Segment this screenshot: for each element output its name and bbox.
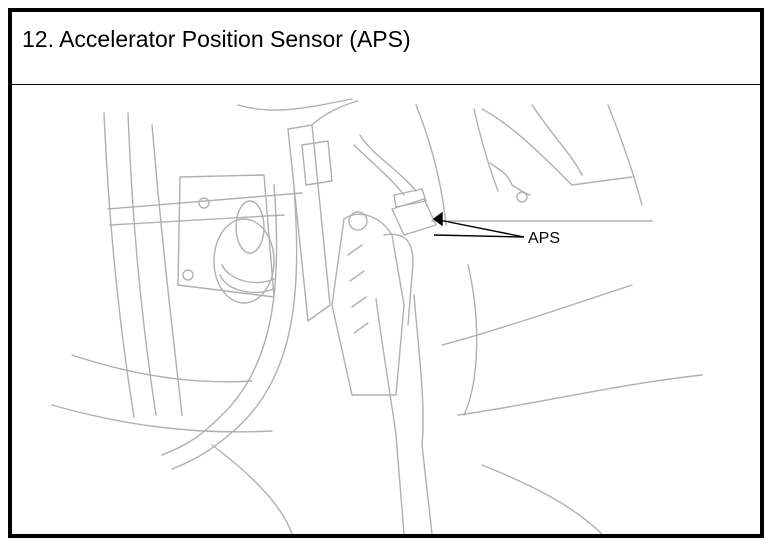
aps-leader-line-2 [433,234,525,238]
aps-connector-top [393,188,427,208]
brake-arm [161,184,278,456]
tunnel-line [463,264,478,416]
booster-rod [235,200,265,254]
upper-bracket-line-2 [109,214,285,226]
diagram-frame: 12. Accelerator Position Sensor (APS) [8,8,764,538]
right-bolt [516,191,528,203]
right-panel-line-4 [531,104,583,176]
center-bracket-slot [301,140,333,186]
floor-line-3 [457,374,703,416]
bolt-upper [198,197,210,209]
right-panel-line-2 [473,108,499,192]
aps-leader [432,211,525,238]
brake-arm-2 [171,188,298,470]
title-bar: 12. Accelerator Position Sensor (APS) [12,12,760,85]
aps-callout-label: APS [528,230,560,247]
booster-boss [213,218,275,304]
pedal-ribs [347,244,369,334]
right-edge-line [607,104,643,206]
aps-leader-line [433,218,525,238]
booster-plate [177,174,275,298]
pedal-illustration: APS [12,85,760,534]
pedal-drawing: APS [51,98,703,534]
upper-bracket-line [107,192,303,210]
pedal-lever [383,233,414,326]
right-panel-line-3 [481,108,633,186]
line-art [51,98,703,534]
lower-floor-line-4 [481,464,603,534]
floor-line-2 [441,284,633,346]
lower-floor-line [71,354,253,383]
bracket-top [311,100,359,126]
page-title: 12. Accelerator Position Sensor (APS) [22,26,411,52]
booster-ring-2 [221,264,275,284]
pedal-housing [331,213,405,396]
pedal-pivot [348,211,368,231]
bolt-lower [182,269,194,281]
left-pillar-line [103,112,135,418]
aps-wire-1 [359,134,417,192]
top-edge-line [237,98,353,111]
right-bracket-detail [489,162,531,196]
right-panel-line [415,104,447,226]
lower-floor-line-2 [51,404,273,433]
aps-wire-2 [353,144,405,196]
pedal-stem [375,298,405,534]
center-bracket [287,124,331,322]
booster-ring [219,274,275,293]
left-pillar-line-2 [127,112,157,416]
left-pillar-line-3 [151,124,183,416]
aps-connector-body [391,198,437,236]
aps-arrowhead [432,211,443,227]
pedal-stem-2 [413,294,433,534]
lower-floor-line-3 [211,444,293,534]
